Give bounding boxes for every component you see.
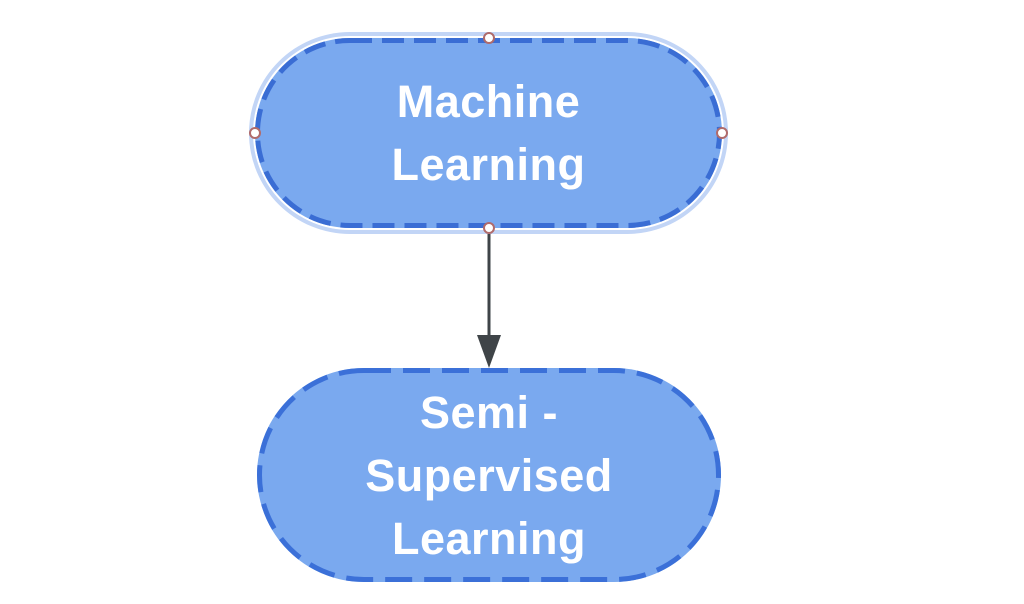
selection-handle-right[interactable] — [716, 127, 728, 139]
connector-arrow[interactable] — [472, 228, 506, 369]
selection-handle-top[interactable] — [483, 32, 495, 44]
arrowhead-icon — [477, 335, 501, 368]
node-label: Semi - Supervised Learning — [365, 386, 613, 564]
selection-handle-left[interactable] — [249, 127, 261, 139]
node-label: Machine Learning — [391, 76, 586, 190]
node-machine-learning[interactable]: Machine Learning — [255, 38, 722, 228]
node-semi-supervised-learning[interactable]: Semi - Supervised Learning — [257, 368, 721, 582]
selection-handle-bottom[interactable] — [483, 222, 495, 234]
